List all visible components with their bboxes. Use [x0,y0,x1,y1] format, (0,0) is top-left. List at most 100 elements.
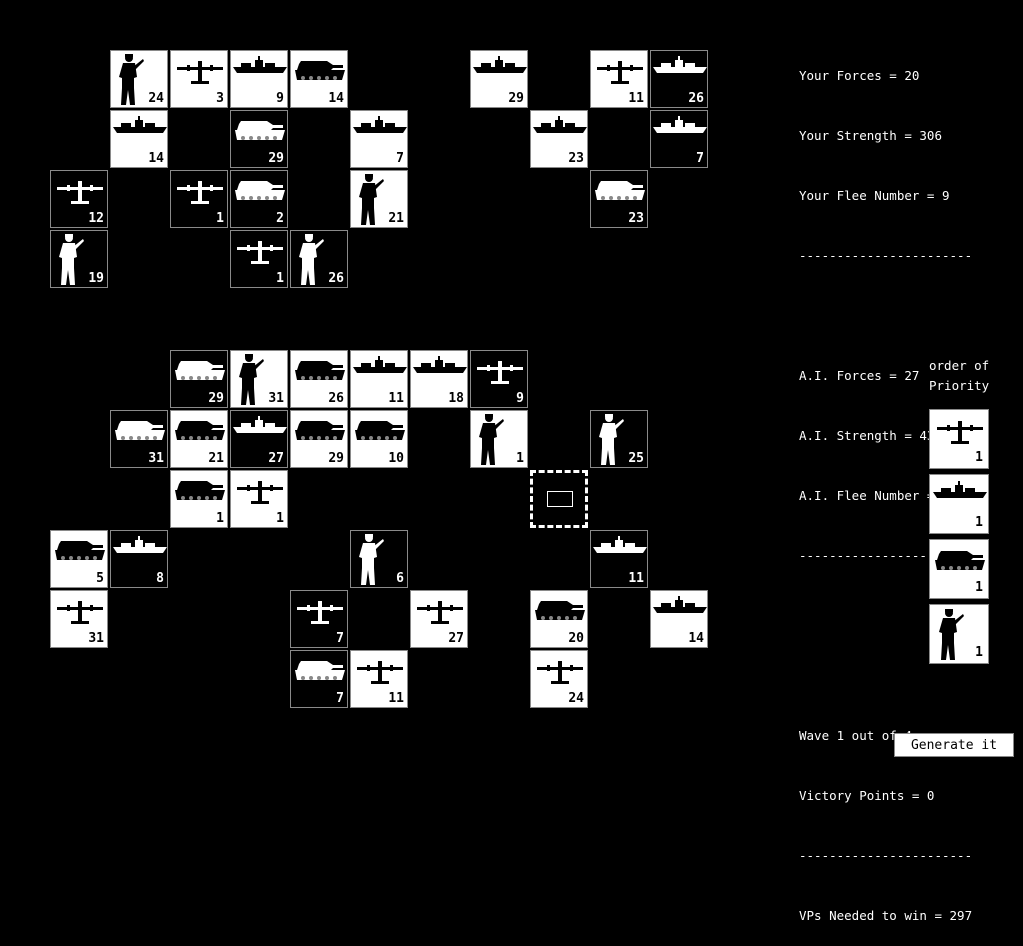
ai-unit-tile[interactable]: 1 [230,230,288,288]
ai-unit-tile[interactable]: 9 [230,50,288,108]
player-unit-tile[interactable]: 9 [470,350,528,408]
unit-strength: 14 [688,631,704,646]
ai-unit-tile[interactable]: 24 [110,50,168,108]
victory-points: Victory Points = 0 [799,788,935,803]
ai-unit-tile[interactable]: 23 [590,170,648,228]
player-unit-tile[interactable]: 26 [290,350,348,408]
ai-unit-tile[interactable]: 7 [650,110,708,168]
player-unit-tile[interactable]: 27 [230,410,288,468]
ai-unit-tile[interactable]: 21 [350,170,408,228]
priority-title-line2: Priority [929,378,990,393]
ai-unit-tile[interactable]: 7 [350,110,408,168]
priority-value: 1 [975,515,983,530]
unit-strength: 11 [388,691,404,706]
player-unit-tile[interactable]: 24 [530,650,588,708]
your-forces: Your Forces = 20 [799,68,920,83]
separator: ----------------------- [799,548,973,563]
unit-strength: 21 [388,211,404,226]
unit-strength: 31 [268,391,284,406]
ai-unit-tile[interactable]: 14 [110,110,168,168]
unit-strength: 18 [448,391,464,406]
player-unit-tile[interactable]: 1 [230,470,288,528]
player-unit-tile[interactable]: 11 [350,350,408,408]
ai-unit-tile[interactable]: 23 [530,110,588,168]
unit-strength: 29 [208,391,224,406]
player-unit-tile[interactable]: 27 [410,590,468,648]
unit-strength: 27 [268,451,284,466]
unit-strength: 10 [388,451,404,466]
unit-strength: 31 [88,631,104,646]
player-unit-tile[interactable]: 6 [350,530,408,588]
unit-strength: 11 [388,391,404,406]
player-unit-tile[interactable]: 11 [350,650,408,708]
unit-strength: 1 [276,511,284,526]
unit-strength: 14 [148,151,164,166]
player-unit-tile[interactable]: 31 [110,410,168,468]
player-unit-tile[interactable]: 21 [170,410,228,468]
player-unit-tile[interactable]: 1 [170,470,228,528]
player-unit-tile[interactable]: 8 [110,530,168,588]
ai-unit-tile[interactable]: 1 [170,170,228,228]
unit-strength: 3 [216,91,224,106]
unit-strength: 7 [336,691,344,706]
generate-button[interactable]: Generate it [894,733,1014,757]
unit-strength: 29 [508,91,524,106]
spacer [799,666,972,686]
priority-item[interactable]: 1 [929,409,989,469]
unit-strength: 1 [516,451,524,466]
player-unit-tile[interactable]: 7 [290,650,348,708]
unit-strength: 26 [688,91,704,106]
unit-strength: 20 [568,631,584,646]
unit-strength: 26 [328,271,344,286]
player-unit-tile[interactable]: 7 [290,590,348,648]
unit-strength: 21 [208,451,224,466]
ai-unit-tile[interactable]: 3 [170,50,228,108]
player-unit-tile[interactable]: 1 [470,410,528,468]
ai-forces: A.I. Forces = 27 [799,368,920,383]
priority-value: 1 [975,580,983,595]
unit-strength: 11 [628,91,644,106]
priority-item[interactable]: 1 [929,539,989,599]
ai-unit-tile[interactable]: 14 [290,50,348,108]
player-unit-tile[interactable]: 20 [530,590,588,648]
ai-unit-tile[interactable]: 19 [50,230,108,288]
priority-value: 1 [975,645,983,660]
unit-strength: 1 [216,511,224,526]
unit-strength: 12 [88,211,104,226]
player-unit-tile[interactable]: 31 [50,590,108,648]
unit-strength: 2 [276,211,284,226]
unit-strength: 23 [628,211,644,226]
player-unit-tile[interactable]: 10 [350,410,408,468]
priority-item[interactable]: 1 [929,474,989,534]
selection-cursor[interactable] [530,470,588,528]
unit-strength: 9 [516,391,524,406]
unit-strength: 26 [328,391,344,406]
ai-unit-tile[interactable]: 29 [470,50,528,108]
player-unit-tile[interactable]: 14 [650,590,708,648]
separator: ----------------------- [799,248,973,263]
unit-strength: 1 [216,211,224,226]
player-unit-tile[interactable]: 31 [230,350,288,408]
priority-item[interactable]: 1 [929,604,989,664]
unit-strength: 23 [568,151,584,166]
ai-unit-tile[interactable]: 12 [50,170,108,228]
unit-strength: 29 [328,451,344,466]
ai-unit-tile[interactable]: 26 [290,230,348,288]
ai-unit-tile[interactable]: 26 [650,50,708,108]
player-unit-tile[interactable]: 5 [50,530,108,588]
ai-unit-tile[interactable]: 29 [230,110,288,168]
unit-strength: 29 [268,151,284,166]
unit-strength: 6 [396,571,404,586]
ai-unit-tile[interactable]: 11 [590,50,648,108]
player-unit-tile[interactable]: 25 [590,410,648,468]
player-unit-tile[interactable]: 18 [410,350,468,408]
unit-strength: 19 [88,271,104,286]
your-strength: Your Strength = 306 [799,128,942,143]
priority-title-line1: order of [929,358,990,373]
unit-strength: 24 [568,691,584,706]
player-unit-tile[interactable]: 11 [590,530,648,588]
unit-strength: 14 [328,91,344,106]
player-unit-tile[interactable]: 29 [170,350,228,408]
ai-unit-tile[interactable]: 2 [230,170,288,228]
player-unit-tile[interactable]: 29 [290,410,348,468]
